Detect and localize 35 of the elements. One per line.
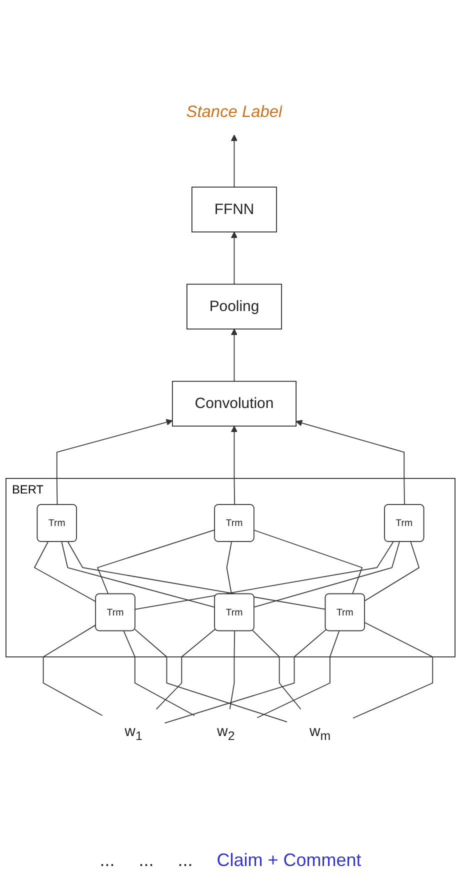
note-text: ... bbox=[138, 850, 154, 871]
connector bbox=[61, 541, 216, 608]
connector bbox=[134, 628, 288, 722]
node-text: w$_{m}$ bbox=[309, 723, 331, 743]
node-box: FFNN bbox=[192, 186, 277, 232]
connector bbox=[67, 541, 326, 610]
note-text: ... bbox=[178, 850, 193, 871]
node-text: w$_{2}$ bbox=[217, 723, 235, 743]
connector bbox=[252, 630, 302, 710]
arrow bbox=[230, 328, 238, 382]
note-text: Claim + Comment bbox=[216, 850, 362, 871]
connector bbox=[254, 530, 363, 595]
note-text: ... bbox=[100, 850, 115, 871]
connector bbox=[256, 630, 340, 718]
connector bbox=[352, 622, 434, 719]
node-box: Convolution bbox=[172, 380, 296, 426]
node-text: w$_{1}$ bbox=[124, 723, 142, 743]
arrow bbox=[296, 420, 405, 506]
connector bbox=[164, 628, 327, 724]
arrow bbox=[230, 232, 238, 285]
arrow bbox=[230, 134, 238, 188]
connector bbox=[226, 541, 232, 595]
connector bbox=[34, 541, 96, 602]
connector bbox=[254, 541, 400, 608]
connector bbox=[134, 541, 394, 610]
connector bbox=[123, 630, 196, 716]
connector bbox=[229, 630, 236, 710]
node-box: Pooling bbox=[186, 284, 282, 330]
node-text: Stance Label bbox=[186, 102, 282, 121]
arrow bbox=[56, 419, 173, 506]
connector bbox=[156, 628, 216, 710]
connector bbox=[364, 541, 420, 602]
arrow bbox=[230, 426, 238, 506]
connector bbox=[96, 529, 216, 595]
connector bbox=[42, 624, 103, 716]
